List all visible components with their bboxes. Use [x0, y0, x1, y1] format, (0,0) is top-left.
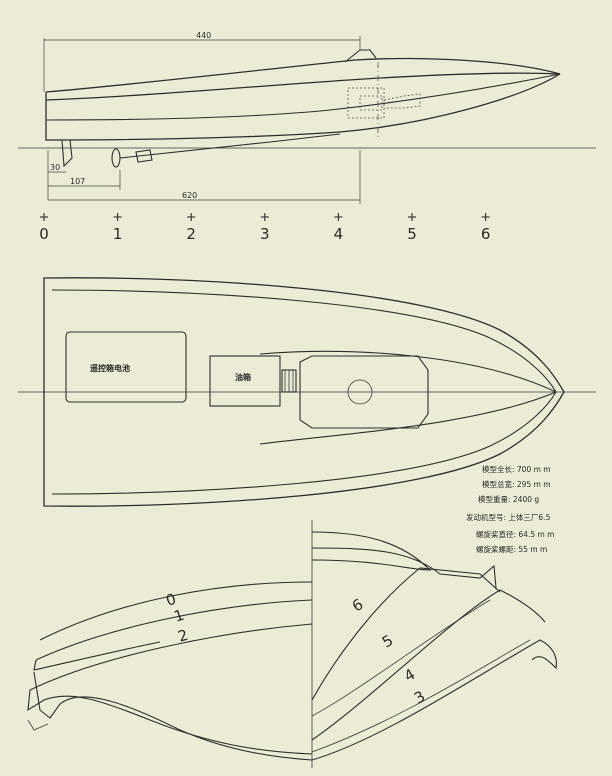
hatch-outline: [344, 49, 377, 63]
section-6-deck: [311, 547, 497, 589]
section-2-left: [27, 623, 313, 755]
hull-keel-line: [45, 73, 561, 141]
radio-box-compartment: [65, 331, 187, 403]
station-number-5: 5: [407, 225, 417, 243]
section-keel-left: [33, 671, 313, 761]
rudder: [61, 139, 73, 168]
dim-label-620: 620: [182, 191, 197, 200]
station-markers: 0 1 2 3 4 5 6: [39, 213, 490, 243]
section-4-right: [311, 589, 546, 741]
hull-deck-line: [45, 72, 561, 101]
engine-block-dashed: [359, 95, 383, 111]
chine-lip-left: [27, 719, 49, 731]
section-0-left: [39, 581, 313, 641]
station-number-1: 1: [113, 225, 123, 243]
shaft-strut: [135, 149, 153, 163]
specifications-block: 模型全长: 700 m m 模型总宽: 295 m m 模型重量: 2400 g…: [466, 464, 555, 554]
spec-engine: 发动机型号: 上体三厂6.5: [466, 512, 551, 522]
section-label-6: 6: [349, 595, 366, 615]
plan-deck-line-lower: [259, 391, 557, 445]
side-profile-view: 440 30 107 620: [18, 31, 596, 204]
section-label-5: 5: [379, 631, 396, 651]
plan-view: 遥控箱电池 油箱: [18, 277, 596, 507]
section-1-left: [33, 599, 313, 671]
spec-prop-pitch: 螺旋桨螺距: 55 m m: [476, 544, 547, 554]
dim-label-107: 107: [70, 177, 85, 186]
section-5-right: [311, 567, 501, 701]
spec-prop-diameter: 螺旋桨直径: 64.5 m m: [476, 529, 555, 539]
station-number-0: 0: [39, 225, 49, 243]
dim-label-30: 30: [50, 163, 60, 172]
station-number-2: 2: [186, 225, 196, 243]
hull-sheer-line: [45, 57, 561, 93]
dim-label-440: 440: [196, 31, 211, 40]
section-labels: 0 1 2 6 5 4 3: [164, 590, 429, 708]
engine-hatch: [299, 355, 429, 429]
spec-weight: 模型重量: 2400 g: [478, 494, 539, 504]
station-number-3: 3: [260, 225, 270, 243]
station-number-4: 4: [334, 225, 344, 243]
spec-length: 模型全长: 700 m m: [482, 464, 551, 474]
engine-dashed-outline: [347, 87, 385, 119]
propeller-shaft: [119, 133, 341, 159]
plan-deck-line-upper: [259, 350, 557, 393]
hull-chine-line: [45, 73, 561, 121]
section-6-right: [311, 531, 432, 571]
section-label-2: 2: [176, 626, 191, 646]
engine-cylinder: [347, 379, 373, 405]
fuel-tank-label: 油箱: [235, 372, 251, 382]
body-plan-view: [27, 520, 557, 768]
section-4-inner: [311, 599, 491, 717]
engine-head-dashed: [383, 93, 421, 109]
section-label-4: 4: [401, 665, 418, 685]
plan-hull-outline: [43, 277, 565, 507]
station-number-6: 6: [481, 225, 491, 243]
propeller: [111, 148, 121, 168]
spec-width: 模型总宽: 295 m m: [482, 479, 551, 489]
radio-box-label: 遥控箱电池: [90, 363, 130, 373]
fuel-tank: [209, 355, 281, 407]
section-3-right: [311, 639, 557, 761]
section-label-3: 3: [411, 687, 428, 707]
section-3-inner: [311, 639, 531, 753]
